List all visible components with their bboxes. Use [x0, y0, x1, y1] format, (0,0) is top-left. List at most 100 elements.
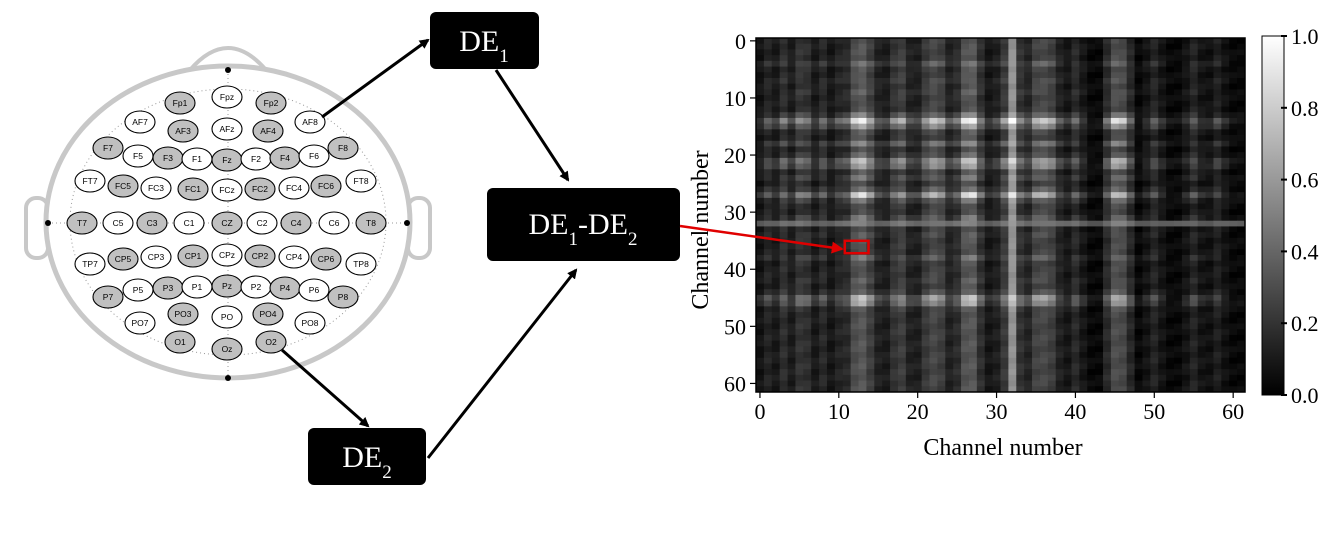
- heatmap-cell: [1071, 55, 1080, 62]
- heatmap-cell: [913, 317, 923, 324]
- heatmap-cell: [913, 123, 923, 130]
- heatmap-cell: [803, 346, 812, 353]
- heatmap-cell: [1039, 237, 1049, 244]
- heatmap-cell: [1197, 363, 1206, 370]
- heatmap-cell: [779, 254, 788, 262]
- heatmap-cell: [1237, 277, 1246, 284]
- heatmap-cell: [874, 357, 883, 364]
- heatmap-cell: [1221, 38, 1230, 45]
- heatmap-cell: [961, 352, 970, 359]
- heatmap-cell: [1008, 226, 1017, 233]
- heatmap-cell: [1095, 300, 1104, 307]
- heatmap-cell: [1008, 55, 1017, 62]
- heatmap-cell: [1087, 100, 1096, 107]
- heatmap-cell: [1047, 300, 1057, 307]
- heatmap-cell: [897, 43, 907, 50]
- heatmap-cell: [913, 135, 923, 142]
- heatmap-cell: [961, 203, 970, 210]
- heatmap-cell: [1134, 312, 1143, 319]
- heatmap-cell: [866, 89, 875, 96]
- electrode-marker: [173, 211, 205, 235]
- heatmap-cell: [756, 283, 765, 290]
- heatmap-cell: [1221, 260, 1230, 267]
- heatmap-cell: [976, 180, 986, 187]
- heatmap-cell: [803, 215, 812, 222]
- heatmap-cell: [1000, 175, 1009, 182]
- heatmap-cell: [1205, 220, 1214, 227]
- heatmap-cell: [763, 60, 773, 67]
- heatmap-cell: [1000, 374, 1009, 381]
- heatmap-cell: [803, 163, 812, 170]
- heatmap-cell: [866, 340, 875, 347]
- heatmap-cell: [1237, 157, 1246, 165]
- heatmap-cell: [1103, 386, 1112, 393]
- heatmap-cell: [945, 83, 954, 90]
- heatmap-cell: [1237, 135, 1246, 142]
- heatmap-cell: [874, 72, 883, 79]
- heatmap-cell: [1166, 220, 1175, 227]
- heatmap-cell: [1213, 117, 1222, 125]
- heatmap-cell: [1237, 300, 1246, 307]
- heatmap-cell: [968, 152, 978, 159]
- heatmap-cell: [1008, 169, 1017, 176]
- heatmap-cell: [921, 49, 930, 56]
- heatmap-cell: [858, 363, 867, 370]
- heatmap-cell: [834, 203, 844, 210]
- heatmap-cell: [1213, 254, 1222, 262]
- heatmap-cell: [850, 129, 859, 136]
- heatmap-cell: [850, 260, 859, 267]
- heatmap-cell: [905, 243, 915, 250]
- heatmap-cell: [961, 192, 970, 199]
- heatmap-cell: [984, 106, 994, 113]
- heatmap-cell: [1095, 209, 1104, 216]
- heatmap-cell: [1016, 357, 1025, 364]
- heatmap-cell: [929, 129, 938, 136]
- heatmap-cell: [882, 380, 891, 387]
- heatmap-cell: [913, 334, 923, 342]
- heatmap-cell: [1174, 283, 1183, 290]
- electrode-p7: P7: [92, 285, 124, 309]
- heatmap-cell: [961, 363, 970, 370]
- electrode-label: FC2: [252, 184, 268, 194]
- heatmap-cell: [1134, 272, 1143, 279]
- heatmap-cell: [1055, 306, 1064, 313]
- heatmap-cell: [913, 272, 923, 279]
- heatmap-cell: [1118, 237, 1128, 244]
- electrode-label: CP1: [185, 251, 202, 261]
- heatmap-cell: [834, 323, 844, 330]
- heatmap-cell: [1158, 203, 1167, 210]
- heatmap-cell: [1229, 129, 1238, 136]
- heatmap-cell: [1229, 260, 1238, 267]
- heatmap-cell: [1142, 77, 1151, 85]
- heatmap-cell: [953, 60, 962, 67]
- heatmap-cell: [929, 312, 938, 319]
- heatmap-cell: [1087, 266, 1096, 273]
- heatmap-cell: [1095, 140, 1104, 147]
- heatmap-cell: [953, 49, 962, 56]
- heatmap-cell: [1221, 55, 1230, 62]
- heatmap-cell: [826, 352, 836, 359]
- heatmap-cell: [874, 192, 883, 199]
- heatmap-cell: [1213, 72, 1222, 79]
- heatmap-cell: [1087, 329, 1096, 336]
- heatmap-cell: [834, 369, 844, 376]
- heatmap-cell: [1126, 197, 1135, 204]
- heatmap-cell: [882, 146, 891, 153]
- heatmap-cell: [1221, 169, 1230, 176]
- heatmap-cell: [795, 215, 804, 222]
- heatmap-cell: [1032, 226, 1041, 233]
- heatmap-cell: [1000, 152, 1009, 159]
- heatmap-cell: [1229, 306, 1238, 313]
- electrode-p6: P6: [298, 278, 330, 302]
- electrode-po4: PO4: [252, 302, 284, 326]
- heatmap-cell: [858, 89, 867, 96]
- heatmap-cell: [779, 129, 788, 136]
- heatmap-cell: [842, 272, 852, 279]
- heatmap-cell: [866, 289, 875, 296]
- heatmap-cell: [1087, 175, 1096, 182]
- heatmap-cell: [763, 157, 773, 165]
- heatmap-cell: [953, 123, 962, 130]
- heatmap-cell: [1158, 226, 1167, 233]
- heatmap-cell: [819, 135, 828, 142]
- heatmap-cell: [913, 363, 923, 370]
